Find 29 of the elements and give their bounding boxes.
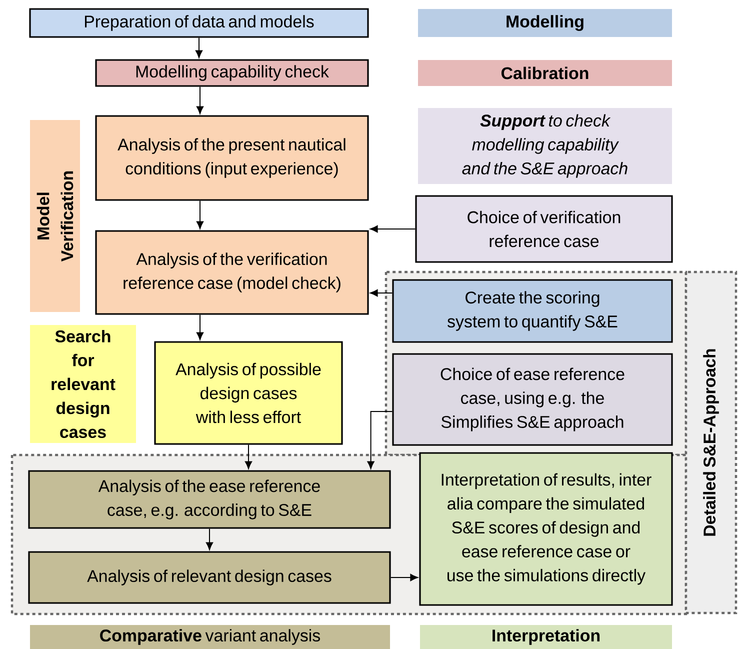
category-band: Interpretation <box>420 625 672 649</box>
arrow <box>196 86 204 114</box>
arrow <box>367 411 393 469</box>
category-band: Modelling <box>418 9 672 37</box>
arrow <box>370 225 416 233</box>
process-box: Create the scoring system to quantify S&E <box>392 279 673 343</box>
process-box: Analysis of possible design cases with less effort <box>154 341 343 445</box>
process-box: Interpretation of results, inter alia compare the simulated S&E scores of design and ease reference case or use the simulations directly <box>419 452 673 606</box>
category-band: Comparative variant analysis <box>30 625 390 649</box>
category-band: Search for relevant design cases <box>30 325 136 443</box>
category-band: Calibration <box>418 60 672 86</box>
arrow <box>390 574 418 582</box>
process-box: Choice of ease reference case, using e.g. the Simplifies S&E approach <box>392 353 673 446</box>
arrow <box>206 528 214 550</box>
group-band: Detailed S&E-Approach <box>684 270 738 614</box>
process-box: Preparation of data and models <box>29 8 369 38</box>
arrow <box>196 314 204 340</box>
category-band: Support to check modelling capability and the S&E approach <box>418 108 672 184</box>
arrow <box>196 200 204 229</box>
process-box: Analysis of the verification reference case (model check) <box>95 230 369 315</box>
process-box: Modelling capability check <box>95 59 369 87</box>
process-box: Analysis of the ease reference case, e.g. according to S&E <box>28 470 391 529</box>
category-band: Model Verification <box>30 120 80 312</box>
process-box: Choice of verification reference case <box>415 195 673 263</box>
arrow <box>195 37 203 58</box>
arrow <box>244 444 252 469</box>
process-box: Analysis of the present nautical conditions (input experience) <box>95 115 369 201</box>
arrow <box>370 289 393 297</box>
process-box: Analysis of relevant design cases <box>28 551 391 604</box>
